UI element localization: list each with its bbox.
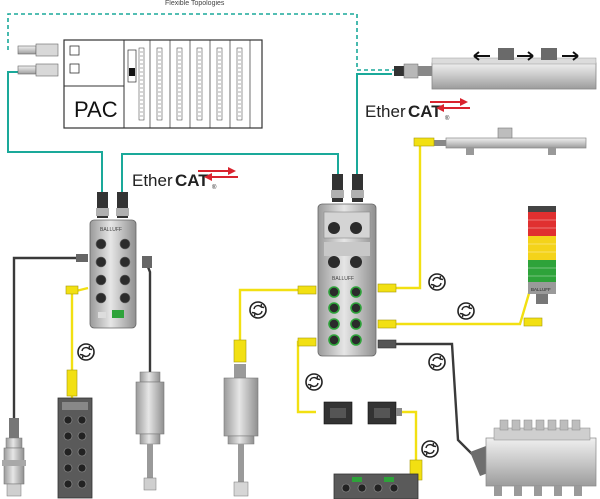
io-link-node-icon-3 (428, 273, 446, 291)
io-link-node-icon-7 (421, 440, 439, 458)
pac-label: PAC (74, 97, 118, 122)
ethernet-cables (7, 71, 392, 196)
flexible-topology-dashed-line (7, 13, 398, 71)
ethercat-logo-upper-ether: Ether (365, 102, 406, 121)
sensor-hub-left (57, 397, 93, 499)
sensor-hub-bottom (333, 473, 419, 499)
standard-cable-center (144, 261, 152, 372)
pac-controller: PAC (63, 39, 263, 129)
io-link-node-icon-4 (457, 302, 475, 320)
ethercat-logo-lower-reg: ® (212, 184, 217, 191)
ethercat-logo-lower: Ether CAT ® (132, 167, 238, 191)
stack-light: BALLUFF (528, 206, 556, 304)
io-link-node-icon-2 (249, 301, 267, 319)
left-cable-connector (76, 254, 88, 262)
io-link-connector-left-lower (66, 369, 78, 397)
valve-manifold (470, 419, 597, 496)
io-link-node-icon-1 (77, 343, 95, 361)
rfid-read-heads (323, 401, 402, 425)
linear-position-sensor (434, 127, 587, 155)
center-io-link-master: BALLUFF (317, 174, 377, 357)
standard-cable-left (12, 256, 80, 420)
ethercat-logo-upper-cat: CAT (408, 102, 442, 121)
pneumatic-cylinder-center (223, 364, 259, 497)
pac-ethernet-connectors (17, 43, 59, 77)
io-link-cables-center (238, 140, 532, 480)
ethercat-logo-upper: Ether CAT ® (365, 98, 470, 122)
left-module-brand: BALLUFF (100, 227, 122, 233)
io-link-connector-left (65, 285, 79, 295)
standard-cable-right (396, 342, 479, 461)
io-link-node-icon-6 (305, 373, 323, 391)
left-ethercat-io-module: BALLUFF (89, 192, 137, 329)
io-link-node-icon-5 (428, 353, 446, 371)
linear-transfer-system (394, 48, 597, 90)
ethercat-logo-upper-reg: ® (445, 115, 450, 122)
pneumatic-cylinder-left (135, 371, 165, 491)
inductive-sensor (2, 418, 26, 497)
center-module-brand: BALLUFF (332, 276, 354, 282)
top-caption: Flexible Topologies (165, 0, 225, 7)
stacklight-brand: BALLUFF (531, 287, 551, 292)
ethercat-logo-lower-ether: Ether (132, 171, 173, 190)
ethercat-logo-lower-cat: CAT (175, 171, 209, 190)
center-cable-connector (142, 256, 152, 268)
